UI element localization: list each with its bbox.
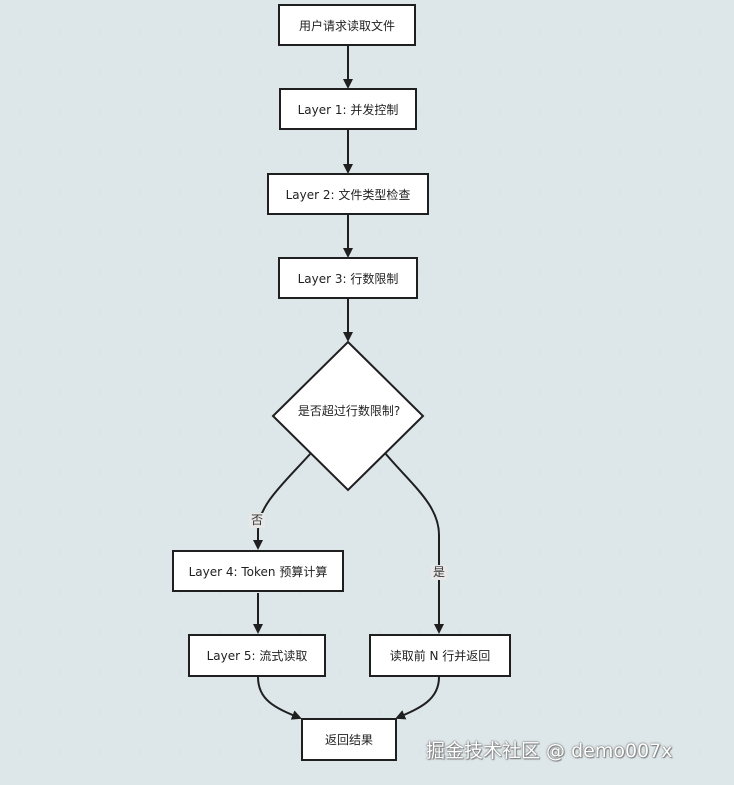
node-start: 用户请求读取文件: [278, 4, 416, 46]
watermark-text: 掘金技术社区 @ demo007x: [426, 740, 673, 762]
node-layer2: Layer 2: 文件类型检查: [267, 173, 429, 215]
node-layer3: Layer 3: 行数限制: [278, 257, 418, 299]
node-result: 返回结果: [301, 718, 397, 761]
node-layer1: Layer 1: 并发控制: [279, 88, 417, 130]
node-layer4: Layer 4: Token 预算计算: [172, 550, 344, 592]
edge-label-no: 否: [249, 513, 266, 528]
edge-label-yes: 是: [431, 565, 448, 580]
node-read-first-n: 读取前 N 行并返回: [369, 634, 511, 677]
edge-read-first-n-to-result: [395, 676, 440, 720]
edge-decision-to-read-first-n: [384, 452, 444, 634]
node-layer5: Layer 5: 流式读取: [188, 634, 326, 677]
edge-layer5-to-result: [257, 676, 302, 720]
decision-label: 是否超过行数限制?: [297, 404, 401, 418]
edge-decision-to-layer4: [253, 452, 312, 550]
